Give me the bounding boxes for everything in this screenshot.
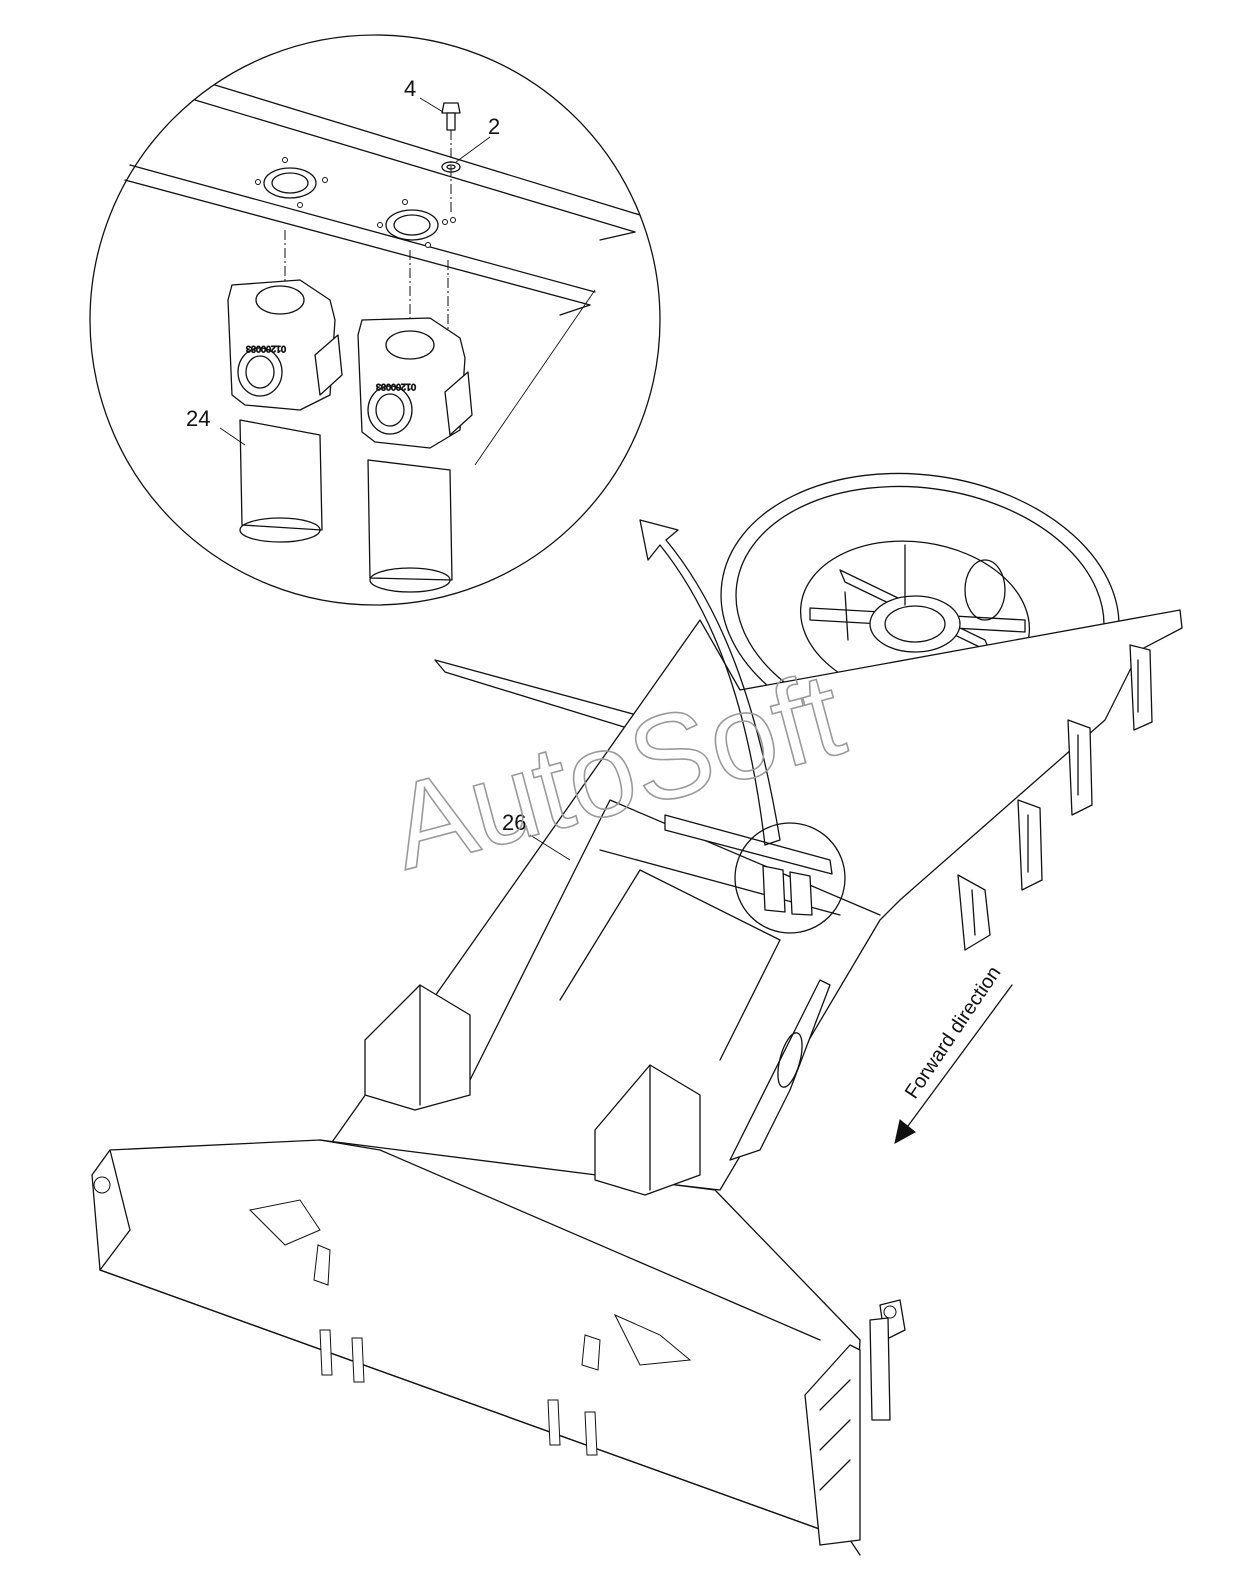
callout-24: 24	[186, 406, 210, 431]
leader-4	[419, 97, 444, 113]
callout-2: 2	[488, 114, 500, 139]
forward-direction-arrow	[894, 984, 1013, 1144]
detail-circle-small	[734, 822, 846, 934]
detail-pointer-arrow	[639, 519, 781, 846]
detail-view: 01200083 01200083	[89, 34, 661, 606]
filter-right-marking: 01200083	[376, 382, 416, 392]
leader-2	[455, 136, 491, 163]
forward-direction-label: Forward direction	[901, 962, 1006, 1102]
callout-4: 4	[404, 76, 416, 101]
filter-left: 01200083	[227, 279, 343, 543]
callout-26: 26	[502, 810, 526, 835]
front-crossbeam	[99, 1139, 861, 1541]
filter-left-marking: 01200083	[246, 344, 286, 354]
leader-26	[529, 834, 571, 861]
leader-24	[219, 427, 246, 446]
bolt	[441, 102, 461, 131]
side-brackets	[957, 644, 1153, 951]
filter-mount-beam	[664, 814, 833, 875]
main-frame	[91, 472, 1183, 1556]
ladder-bracket	[804, 1344, 861, 1546]
filter-right: 01200083	[357, 317, 473, 593]
